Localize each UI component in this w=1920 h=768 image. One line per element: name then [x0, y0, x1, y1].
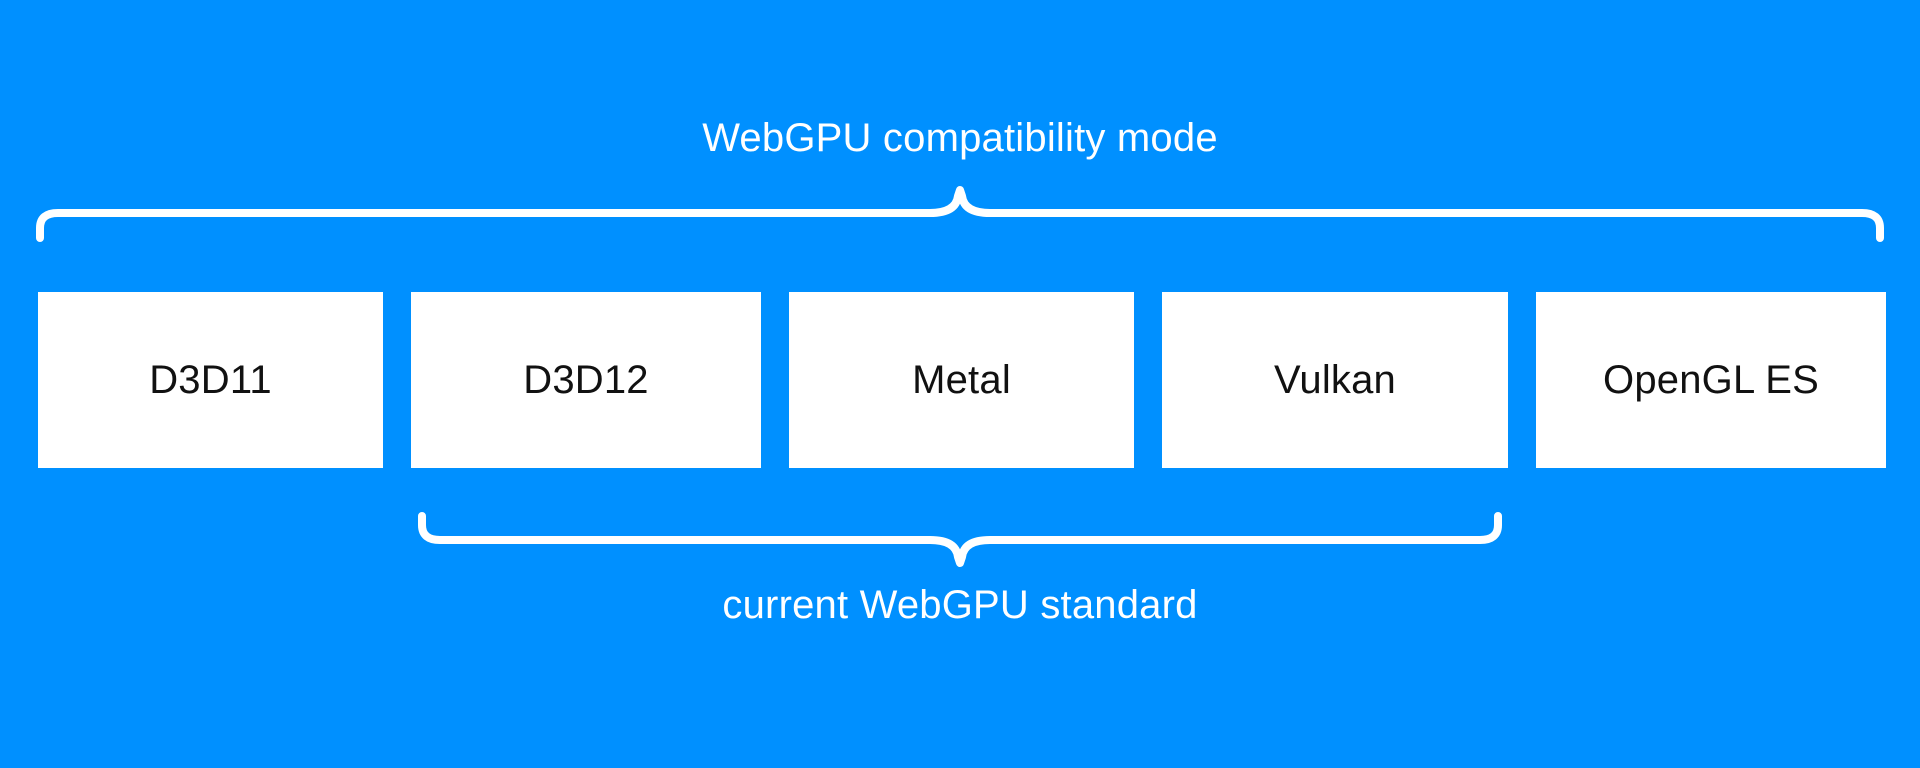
- api-box-label: D3D11: [149, 358, 272, 402]
- api-box-label: OpenGL ES: [1603, 358, 1819, 402]
- top-brace-label: WebGPU compatibility mode: [702, 116, 1218, 160]
- api-box-label: D3D12: [523, 358, 649, 402]
- api-box-opengl-es[interactable]: OpenGL ES: [1536, 292, 1886, 468]
- api-box-d3d11[interactable]: D3D11: [38, 292, 383, 468]
- api-box-label: Metal: [912, 358, 1011, 402]
- api-box-d3d12[interactable]: D3D12: [411, 292, 761, 468]
- api-box-vulkan[interactable]: Vulkan: [1162, 292, 1508, 468]
- api-box-label: Vulkan: [1273, 358, 1397, 402]
- api-box-metal[interactable]: Metal: [789, 292, 1134, 468]
- bottom-brace-label: current WebGPU standard: [722, 583, 1198, 627]
- api-boxes-row: D3D11 D3D12 Metal Vulkan OpenGL ES: [38, 292, 1886, 468]
